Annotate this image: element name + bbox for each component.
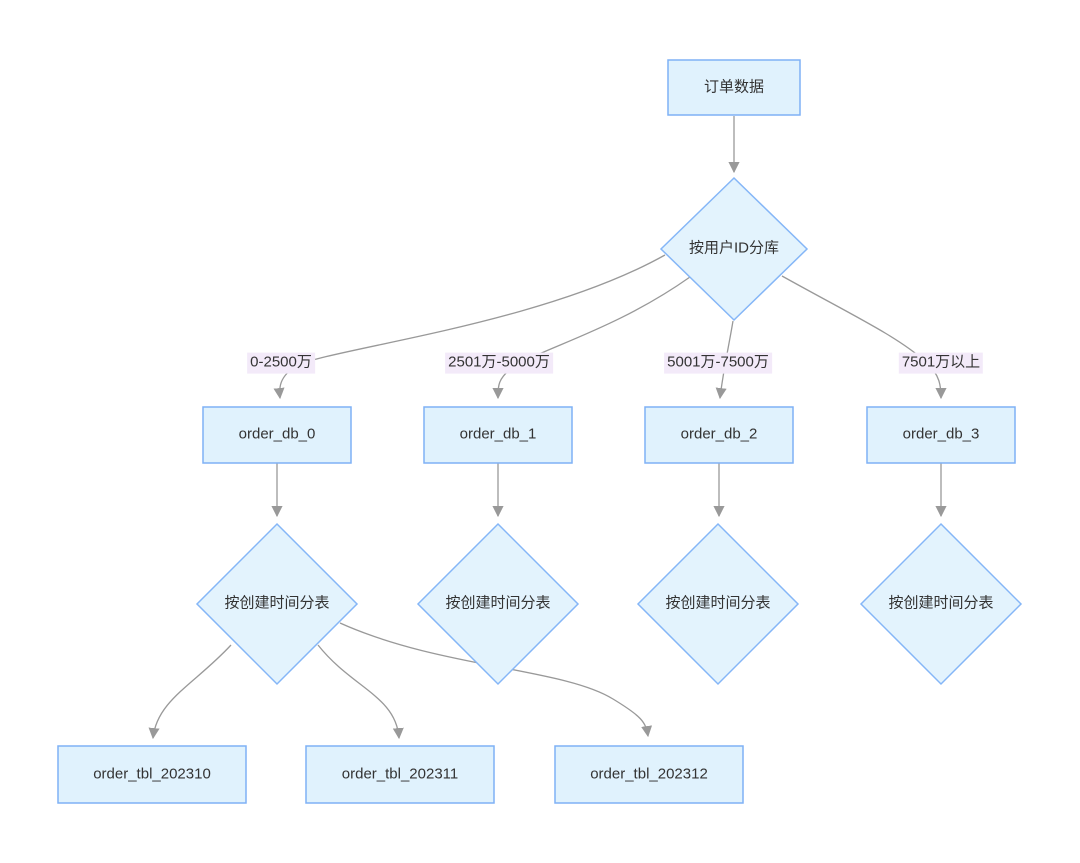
node-shard-by-user-id-label: 按用户ID分库 [688, 239, 780, 257]
node-shard-by-user-id-diamond [659, 176, 809, 322]
node-order-data-rect [667, 59, 801, 116]
node-shard-by-time-0-diamond [195, 522, 359, 686]
node-order-data-label: 订单数据 [703, 78, 765, 96]
node-shard-by-time-3-label: 按创建时间分表 [888, 594, 994, 612]
edge-shard-db-to-order-db-3 [781, 275, 947, 400]
node-shard-by-time-0-label: 按创建时间分表 [224, 594, 330, 612]
node-order-tbl-202311-rect [305, 745, 495, 804]
node-order-db-0-rect [202, 406, 352, 464]
node-order-tbl-202312-rect [554, 745, 744, 804]
edge-label-5001w-7500w: 5001万-7500万 [664, 352, 772, 374]
node-order-db-0-label: order_db_0 [238, 425, 316, 443]
edge-shard-db-to-order-db-0 [273, 254, 666, 400]
node-shard-by-time-1-label: 按创建时间分表 [445, 594, 551, 612]
edge-label-0-2500w: 0-2500万 [247, 352, 315, 374]
node-order-db-3-label: order_db_3 [902, 425, 980, 443]
edge-shard-db-to-order-db-1 [492, 276, 691, 400]
node-shard-by-time-1-diamond [416, 522, 580, 686]
node-shard-by-time-3-diamond [859, 522, 1023, 686]
edge-label-7501w-plus: 7501万以上 [898, 352, 984, 374]
node-order-tbl-202310-rect [57, 745, 247, 804]
node-order-tbl-202311-label: order_tbl_202311 [341, 765, 459, 783]
node-order-tbl-202310-label: order_tbl_202310 [93, 765, 211, 783]
node-order-db-1-label: order_db_1 [459, 425, 537, 443]
edge-shard-tbl-0-to-tbl-202310 [148, 644, 232, 740]
node-layer [57, 59, 1023, 804]
node-order-db-3-rect [866, 406, 1016, 464]
node-shard-by-time-2-label: 按创建时间分表 [665, 594, 771, 612]
node-shard-by-time-2-diamond [636, 522, 800, 686]
node-order-tbl-202312-label: order_tbl_202312 [590, 765, 708, 783]
node-order-db-2-label: order_db_2 [680, 425, 758, 443]
edge-shard-tbl-0-to-tbl-202311 [317, 644, 404, 740]
node-order-db-1-rect [423, 406, 573, 464]
edge-shard-tbl-0-to-tbl-202312 [339, 622, 653, 738]
edge-label-2501w-5000w: 2501万-5000万 [445, 352, 553, 374]
node-order-db-2-rect [644, 406, 794, 464]
